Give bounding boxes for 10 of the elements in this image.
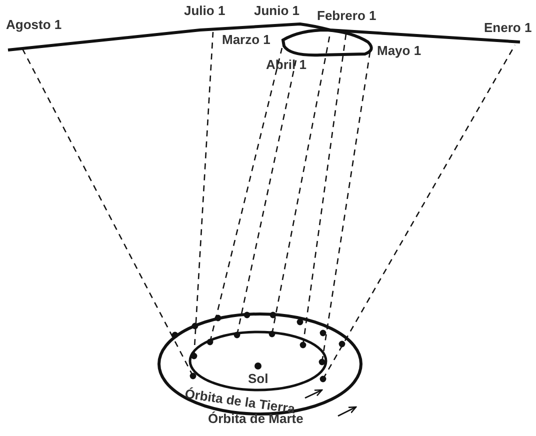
date-label: Junio 1 [254,3,300,18]
date-label: Mayo 1 [377,43,422,58]
date-label: Agosto 1 [6,17,62,32]
date-label: Enero 1 [484,20,532,35]
sun-label: Sol [248,371,268,386]
date-label: Julio 1 [184,3,226,18]
date-label: Abril 1 [266,57,306,72]
date-label: Marzo 1 [222,32,270,47]
orbit-label: Órbita de Marte [208,411,304,426]
date-label: Febrero 1 [317,8,376,23]
